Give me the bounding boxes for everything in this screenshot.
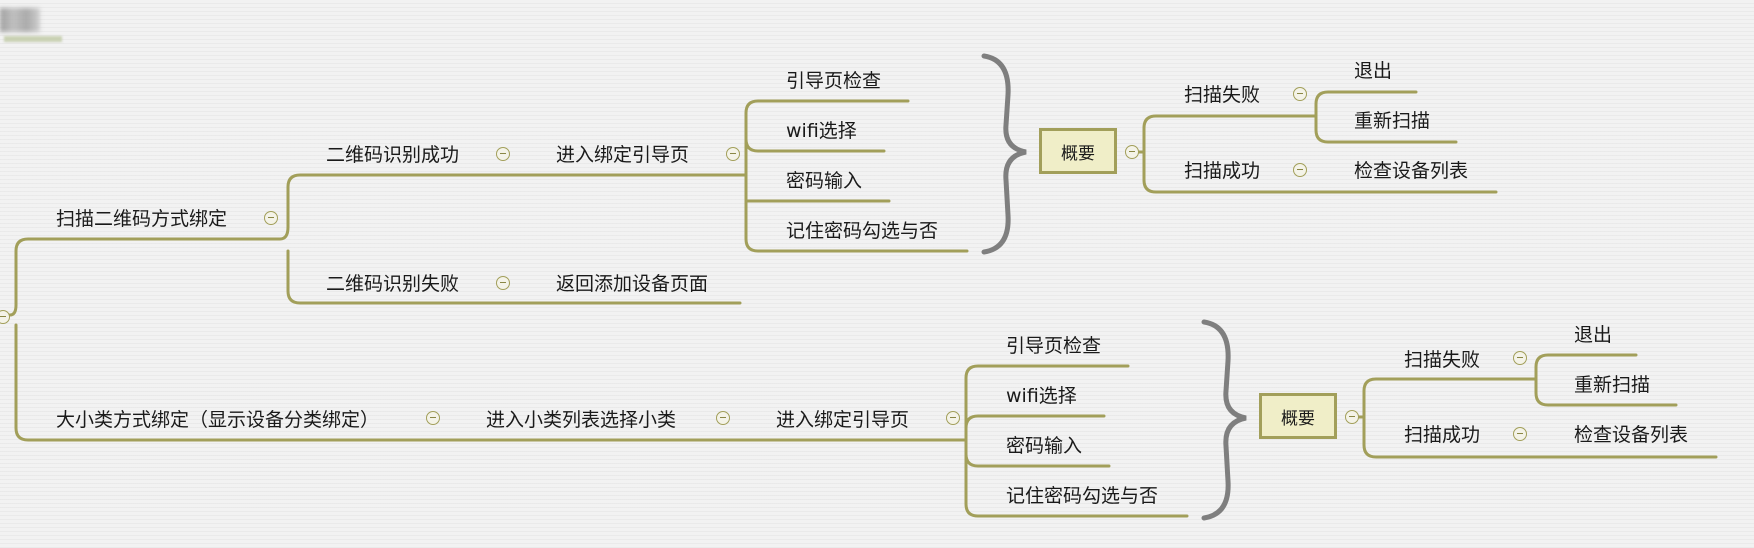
node-exit-bottom[interactable]: 退出	[1574, 324, 1613, 346]
summary-connector-top	[1128, 114, 1498, 194]
enter-guide-top-collapse-toggle[interactable]	[726, 147, 740, 161]
root-collapse-toggle[interactable]	[0, 310, 10, 324]
node-return-add-device[interactable]: 返回添加设备页面	[556, 273, 709, 295]
qr-failure-collapse-toggle[interactable]	[496, 276, 510, 290]
enter-guide-bottom-collapse-toggle[interactable]	[946, 411, 960, 425]
node-select-subcategory[interactable]: 进入小类列表选择小类	[486, 409, 677, 431]
step-remember-bottom[interactable]: 记住密码勾选与否	[1006, 485, 1159, 507]
category-binding-collapse-toggle[interactable]	[426, 411, 440, 425]
node-enter-guide-bottom[interactable]: 进入绑定引导页	[776, 409, 910, 431]
node-scan-fail-bottom[interactable]: 扫描失败	[1404, 349, 1481, 371]
node-scan-fail-top[interactable]: 扫描失败	[1184, 84, 1261, 106]
summary-top-collapse-toggle[interactable]	[1125, 145, 1139, 159]
scan-ok-top-collapse-toggle[interactable]	[1293, 163, 1307, 177]
step-guide-check-top[interactable]: 引导页检查	[786, 70, 882, 92]
summary-label-top: 概要	[1061, 143, 1095, 164]
node-check-device-list-bottom[interactable]: 检查设备列表	[1574, 424, 1689, 446]
summary-bottom-collapse-toggle[interactable]	[1345, 410, 1359, 424]
step-wifi-bottom[interactable]: wifi选择	[1006, 385, 1077, 407]
step-remember-top[interactable]: 记住密码勾选与否	[786, 220, 939, 242]
summary-box-bottom[interactable]: 概要	[1259, 393, 1337, 439]
node-scan-ok-top[interactable]: 扫描成功	[1184, 160, 1261, 182]
node-qr-success[interactable]: 二维码识别成功	[326, 144, 460, 166]
node-rescan-top[interactable]: 重新扫描	[1354, 110, 1431, 132]
node-qr-failure[interactable]: 二维码识别失败	[326, 273, 460, 295]
scan-branch-connector	[270, 173, 748, 305]
qr-success-collapse-toggle[interactable]	[496, 147, 510, 161]
blurred-underline	[4, 36, 62, 42]
node-exit-top[interactable]: 退出	[1354, 60, 1393, 82]
fail-children-bottom	[1534, 353, 1678, 407]
steps-fan-bottom	[964, 364, 1189, 518]
root-connector	[0, 237, 426, 442]
node-rescan-bottom[interactable]: 重新扫描	[1574, 374, 1651, 396]
step-password-top[interactable]: 密码输入	[786, 170, 863, 192]
brace-bottom	[1201, 319, 1247, 521]
select-subcategory-collapse-toggle[interactable]	[716, 411, 730, 425]
summary-label-bottom: 概要	[1281, 408, 1315, 429]
scan-ok-bottom-collapse-toggle[interactable]	[1513, 427, 1527, 441]
summary-connector-bottom	[1348, 377, 1718, 459]
fail-children-top	[1314, 90, 1458, 144]
summary-box-top[interactable]: 概要	[1039, 128, 1117, 174]
scan-fail-bottom-collapse-toggle[interactable]	[1513, 351, 1527, 365]
steps-fan-top	[744, 99, 969, 253]
brace-top	[981, 53, 1027, 255]
blurred-title	[0, 8, 40, 32]
node-check-device-list-top[interactable]: 检查设备列表	[1354, 160, 1469, 182]
step-wifi-top[interactable]: wifi选择	[786, 120, 857, 142]
node-scan-binding[interactable]: 扫描二维码方式绑定	[56, 208, 228, 230]
node-category-binding[interactable]: 大小类方式绑定（显示设备分类绑定）	[56, 409, 380, 431]
scan-fail-top-collapse-toggle[interactable]	[1293, 87, 1307, 101]
step-guide-check-bottom[interactable]: 引导页检查	[1006, 335, 1102, 357]
node-scan-ok-bottom[interactable]: 扫描成功	[1404, 424, 1481, 446]
node-enter-guide-top[interactable]: 进入绑定引导页	[556, 144, 690, 166]
step-password-bottom[interactable]: 密码输入	[1006, 435, 1083, 457]
scan-binding-collapse-toggle[interactable]	[264, 211, 278, 225]
